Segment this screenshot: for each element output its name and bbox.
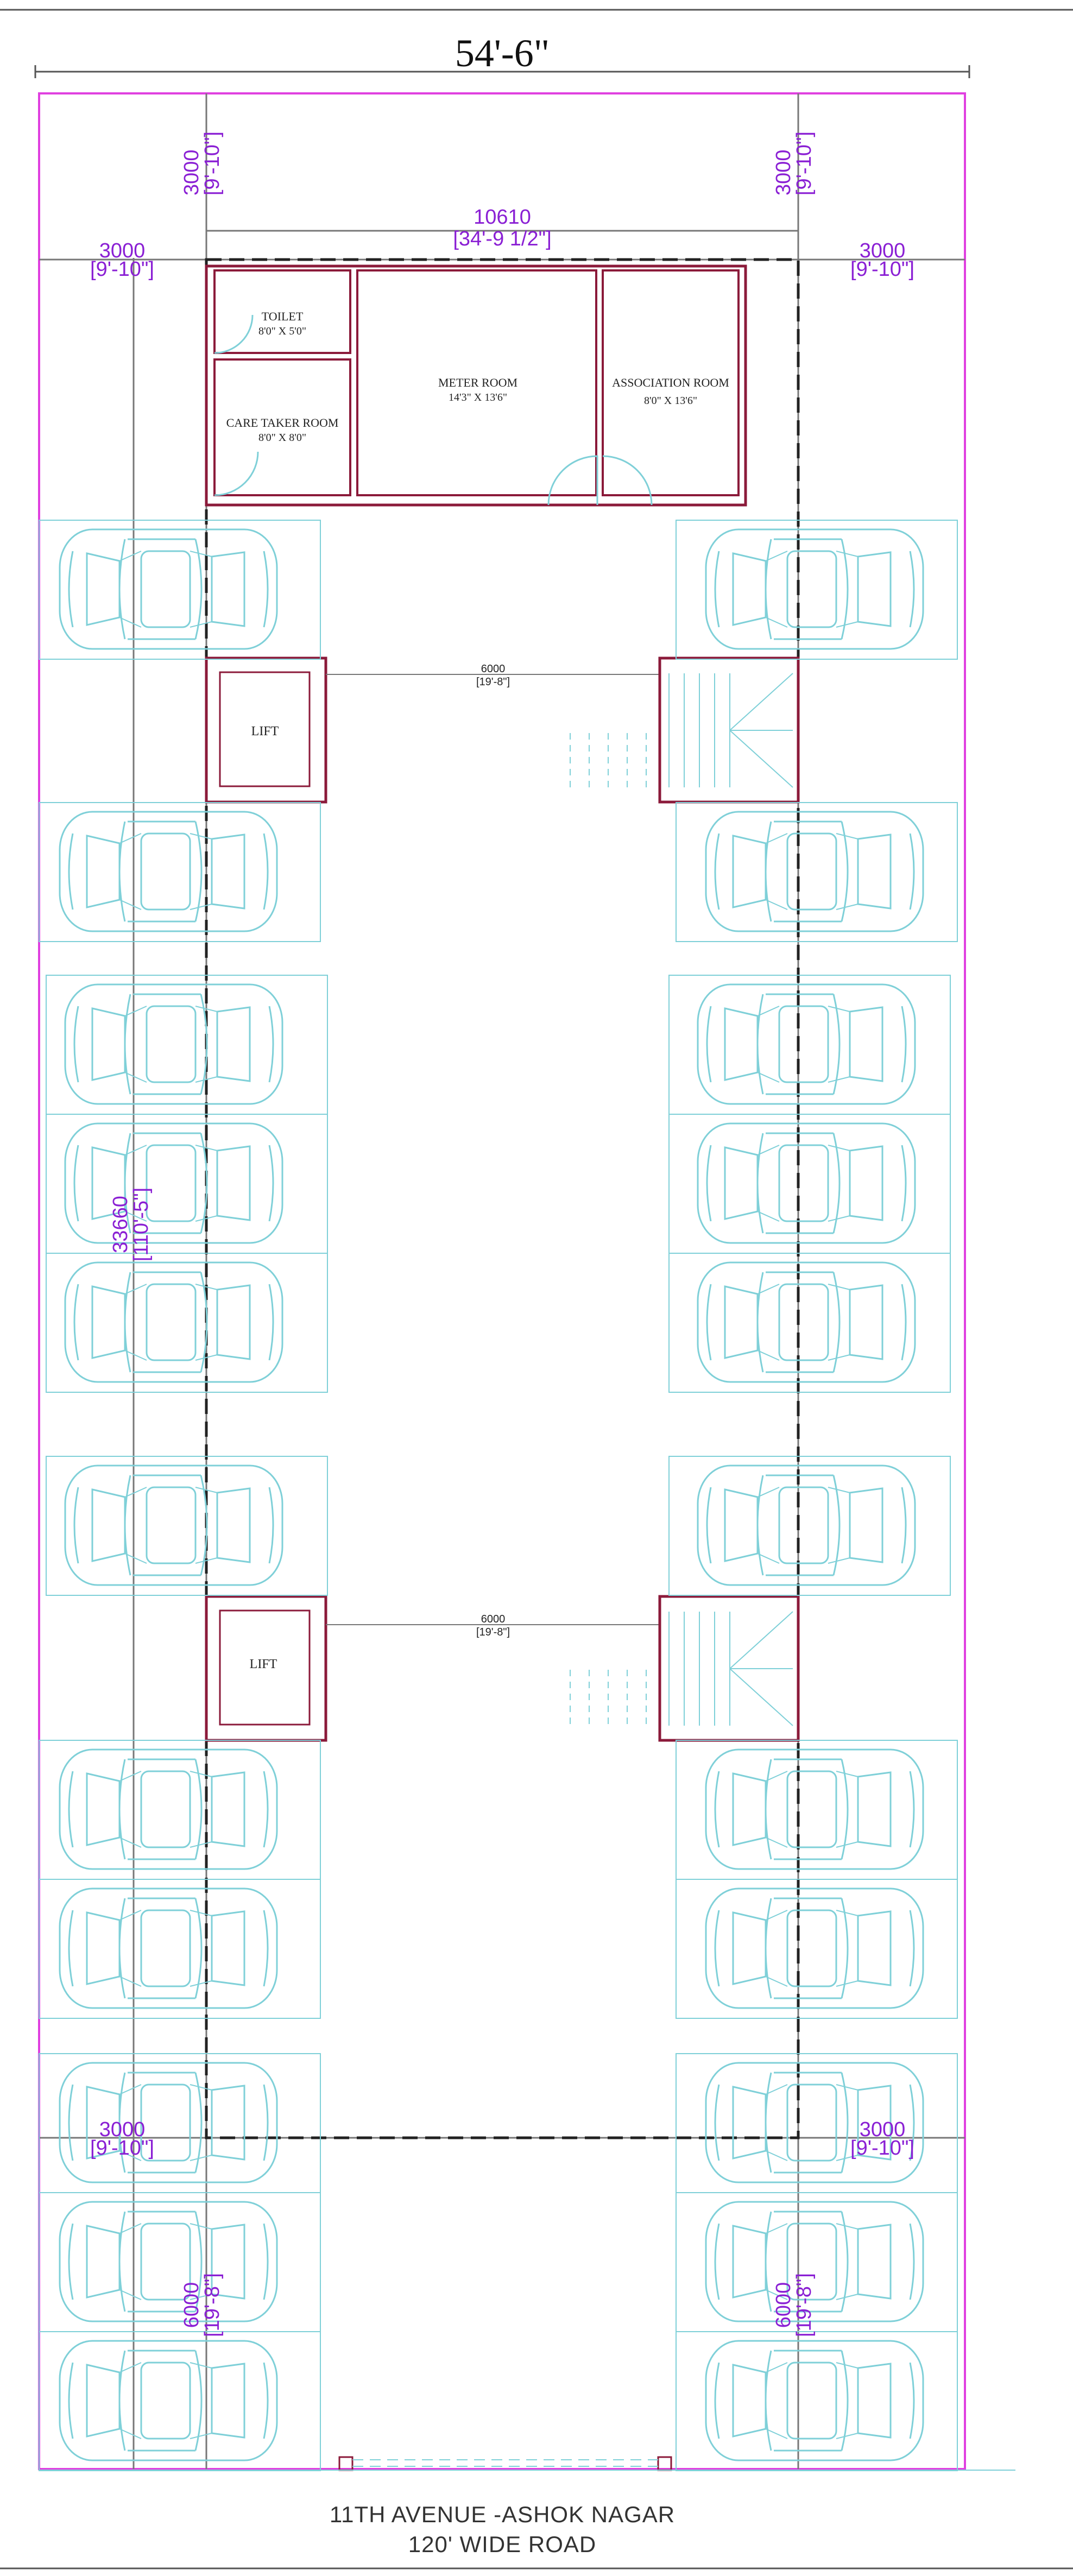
plot-boundary bbox=[38, 92, 966, 2470]
dim-lower-right: 3000 [9'-10"] bbox=[850, 2118, 914, 2160]
car bbox=[64, 1122, 283, 1244]
svg-text:[110'-5"]: [110'-5"] bbox=[130, 1188, 153, 1261]
driveway-1-mm: 6000 bbox=[481, 663, 506, 675]
svg-text:[19'-8"]: [19'-8"] bbox=[793, 2273, 816, 2337]
room-cluster: TOILET 8'0" X 5'0" CARE TAKER ROOM 8'0" … bbox=[205, 264, 747, 507]
svg-text:6000: 6000 bbox=[772, 2282, 795, 2328]
svg-text:3000: 3000 bbox=[772, 149, 795, 195]
driveway-1-ft: [19'-8"] bbox=[476, 676, 510, 688]
dim-building-width: 10610 [34'-9 1/2"] bbox=[453, 206, 551, 250]
svg-text:[9'-10"]: [9'-10"] bbox=[90, 258, 154, 281]
meter-size: 14'3" X 13'6" bbox=[449, 392, 507, 403]
car bbox=[59, 2201, 278, 2322]
svg-text:3000: 3000 bbox=[860, 239, 906, 262]
core-2: LIFT 6000 [19'-8"] bbox=[205, 1595, 800, 1742]
car bbox=[59, 811, 278, 932]
car bbox=[697, 1122, 916, 1244]
caretaker-size: 8'0" X 8'0" bbox=[258, 432, 306, 444]
dim-lower-left: 3000 [9'-10"] bbox=[90, 2118, 154, 2160]
svg-text:3000: 3000 bbox=[99, 2118, 146, 2141]
car bbox=[697, 1261, 916, 1383]
svg-text:10610: 10610 bbox=[474, 206, 531, 229]
road-name: 11TH AVENUE -ASHOK NAGAR bbox=[330, 2502, 675, 2527]
building-outline bbox=[205, 258, 800, 2139]
car bbox=[705, 1887, 924, 2009]
car bbox=[697, 1464, 916, 1586]
toilet-room bbox=[213, 269, 351, 354]
association-label: ASSOCIATION ROOM bbox=[612, 376, 729, 389]
car bbox=[59, 1887, 278, 2009]
car bbox=[59, 528, 278, 650]
car bbox=[59, 2062, 278, 2183]
svg-text:[9'-10"]: [9'-10"] bbox=[850, 258, 914, 281]
association-room bbox=[602, 269, 740, 496]
caretaker-door-swing bbox=[214, 451, 259, 496]
meter-door-swing bbox=[547, 455, 598, 506]
dim-front-left: 6000 [19'-8"] bbox=[180, 2273, 224, 2337]
core-1: LIFT 6000 [19'-8"] bbox=[205, 656, 800, 804]
car bbox=[697, 983, 916, 1105]
car bbox=[64, 1464, 283, 1586]
toilet-door-swing bbox=[214, 314, 254, 354]
car bbox=[705, 528, 924, 650]
lift-1-label: LIFT bbox=[251, 724, 279, 738]
car bbox=[64, 983, 283, 1105]
meter-room bbox=[356, 269, 597, 496]
svg-text:[9'-10"]: [9'-10"] bbox=[90, 2137, 154, 2160]
lift-2-label: LIFT bbox=[250, 1657, 277, 1671]
car bbox=[59, 1748, 278, 1870]
dim-top-right: 3000 [9'-10"] bbox=[772, 131, 816, 195]
svg-text:[9'-10"]: [9'-10"] bbox=[201, 131, 224, 195]
svg-text:3000: 3000 bbox=[180, 149, 203, 195]
svg-text:3000: 3000 bbox=[860, 2118, 906, 2141]
road-width: 120' WIDE ROAD bbox=[408, 2531, 596, 2557]
svg-text:[19'-8"]: [19'-8"] bbox=[201, 2273, 224, 2337]
overall-width-label: 54'-6" bbox=[455, 31, 550, 75]
dim-front-right: 6000 [19'-8"] bbox=[772, 2273, 816, 2337]
car bbox=[59, 2340, 278, 2461]
car bbox=[705, 811, 924, 932]
dim-side-right: 3000 [9'-10"] bbox=[850, 239, 914, 281]
driveway-2-mm: 6000 bbox=[481, 1613, 506, 1625]
svg-text:6000: 6000 bbox=[180, 2282, 203, 2328]
dim-building-length: 33660 [110'-5"] bbox=[109, 1188, 153, 1261]
caretaker-label: CARE TAKER ROOM bbox=[226, 416, 339, 430]
parking-right bbox=[668, 520, 958, 2471]
dim-top-left: 3000 [9'-10"] bbox=[180, 131, 224, 195]
association-size: 8'0" X 13'6" bbox=[644, 395, 697, 407]
svg-text:[34'-9 1/2"]: [34'-9 1/2"] bbox=[453, 228, 551, 250]
toilet-size: 8'0" X 5'0" bbox=[258, 325, 306, 337]
dim-side-left: 3000 [9'-10"] bbox=[90, 239, 154, 281]
meter-label: METER ROOM bbox=[438, 376, 517, 389]
association-door-swing bbox=[602, 455, 653, 506]
svg-text:3000: 3000 bbox=[99, 239, 146, 262]
car bbox=[705, 1748, 924, 1870]
driveway-2-ft: [19'-8"] bbox=[476, 1626, 510, 1638]
svg-text:33660: 33660 bbox=[109, 1196, 132, 1253]
car bbox=[705, 2340, 924, 2461]
toilet-label: TOILET bbox=[262, 310, 304, 323]
car bbox=[64, 1261, 283, 1383]
parking-left bbox=[39, 520, 328, 2471]
caretaker-room bbox=[213, 358, 351, 496]
svg-text:[9'-10"]: [9'-10"] bbox=[850, 2137, 914, 2160]
svg-text:[9'-10"]: [9'-10"] bbox=[793, 131, 816, 195]
